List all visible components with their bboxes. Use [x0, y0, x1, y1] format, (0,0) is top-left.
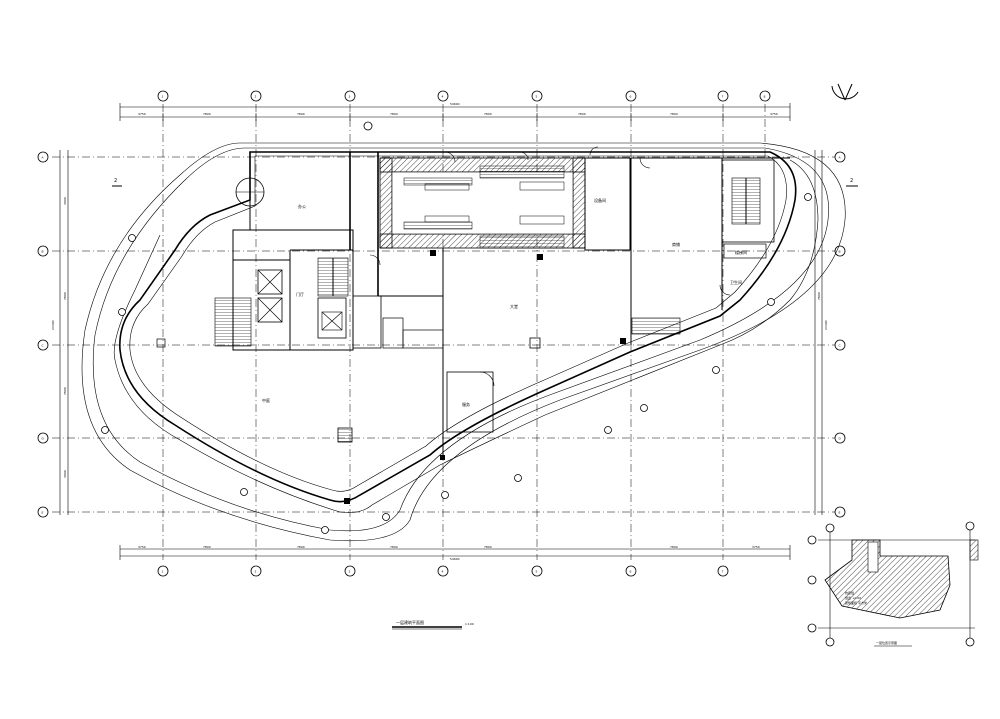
- room-label-hall: 大堂: [510, 303, 518, 309]
- key-plan-note: 缝宽 +0.00: [845, 595, 861, 600]
- grid-label: D: [42, 437, 45, 441]
- dim-top-seg: 7800: [670, 112, 678, 116]
- grid-label: C: [839, 344, 841, 348]
- dim-bottom-total: 54600: [450, 557, 460, 561]
- dim-top-seg: 3750: [770, 112, 778, 116]
- dim-top-seg: 3750: [138, 112, 146, 116]
- building-outline: [81, 142, 846, 542]
- grid-label: E: [42, 511, 44, 515]
- room-label-stair: 楼梯间: [735, 249, 747, 255]
- grid-label: 2: [255, 95, 257, 99]
- grid-label: 6: [630, 570, 632, 574]
- grid-label: 7: [722, 570, 724, 574]
- grid-label: 3: [349, 570, 351, 574]
- right-rooms: 商铺 设备间 楼梯间 卫生间: [584, 157, 790, 345]
- room-label-lobby: 门厅: [296, 291, 304, 297]
- room-label-toilet: 卫生间: [730, 279, 742, 285]
- drawing-title: 一层建筑平面图: [396, 619, 424, 625]
- office-top-left: 办公 门厅: [235, 152, 379, 297]
- dim-right-seg: 7800: [817, 292, 821, 300]
- grid-label: 8: [764, 95, 766, 99]
- grid-label: B: [839, 250, 841, 254]
- grid-bubbles-bottom: 1 2 3 4 5 6 7: [157, 565, 729, 577]
- annotation-circles: [101, 121, 812, 534]
- grid-bubbles-top: 1 2 3 4 5 6 7 8: [157, 90, 771, 102]
- dim-bottom-seg: 7800: [670, 545, 678, 549]
- grid-label: B: [42, 250, 44, 254]
- grid-label: 2: [255, 570, 257, 574]
- grid-label: E: [839, 511, 841, 515]
- dim-left-seg: 7800: [63, 292, 67, 300]
- atrium-hatch-frame: [379, 157, 586, 249]
- dim-top-seg: 7800: [297, 112, 305, 116]
- grid-label: D: [839, 437, 842, 441]
- dim-top-total: 54600: [450, 102, 460, 106]
- dim-bottom-seg: 7800: [390, 545, 398, 549]
- dim-top-seg: 7800: [203, 112, 211, 116]
- drawing-title-block: 一层建筑平面图 1:100: [392, 619, 474, 630]
- room-label-service: 服务: [462, 401, 470, 407]
- grid-label: 4: [442, 95, 444, 99]
- grid-label: 6: [630, 95, 632, 99]
- dim-bottom-seg: 7800: [297, 545, 305, 549]
- grid-label: 1: [162, 570, 164, 574]
- room-label-office: 办公: [298, 203, 306, 209]
- north-arrow-icon: [831, 83, 859, 101]
- dim-bottom-seg: 7800: [484, 545, 492, 549]
- key-plan-note: 建筑面积 平方米: [845, 600, 867, 605]
- column-markers: [156, 250, 626, 504]
- side-dimensions: 23400 3900 7800 7800 3900 23400 7800: [51, 150, 828, 515]
- grid-label: 3: [349, 95, 351, 99]
- grid-label: 1: [162, 95, 164, 99]
- door-swings: [369, 146, 731, 296]
- dim-left-total: 23400: [51, 320, 55, 330]
- grid-label: 7: [722, 95, 724, 99]
- key-plan-note: 抗震缝: [845, 590, 854, 595]
- grid-bubbles-left: A B C D E: [37, 151, 49, 518]
- section-mark-right: 2: [850, 178, 853, 184]
- dim-top-seg: 7800: [484, 112, 492, 116]
- grid-bubbles-right: A B C D E: [834, 151, 846, 518]
- dim-left-seg: 7800: [63, 387, 67, 395]
- grid-label: A: [42, 156, 45, 160]
- room-label-equipment: 设备间: [594, 197, 606, 203]
- grid-label: A: [839, 156, 842, 160]
- bottom-dimensions: 54600 3750 7800 7800 7800 7800 7800 3750: [119, 545, 791, 561]
- dim-right-total: 23400: [824, 320, 828, 330]
- room-label-atrium: 中庭: [262, 397, 270, 403]
- key-plan-title: 一层位置示意图: [876, 640, 897, 645]
- section-mark-left: 2: [114, 178, 117, 184]
- top-dimensions: 54600 3750 7800 7800 7800 7800 7800 7800…: [119, 102, 791, 121]
- dim-bottom-seg: 3750: [752, 545, 760, 549]
- key-plan: 抗震缝 缝宽 +0.00 建筑面积 平方米 一层位置示意图: [807, 521, 979, 647]
- drawing-scale: 1:100: [465, 622, 474, 626]
- dim-left-seg: 3900: [63, 197, 67, 205]
- dim-top-seg: 7800: [578, 112, 586, 116]
- grid-label: 5: [536, 570, 538, 574]
- dim-top-seg: 7800: [390, 112, 398, 116]
- dim-bottom-seg: 7800: [203, 545, 211, 549]
- room-label-shop: 商铺: [672, 241, 680, 247]
- core-left: [214, 229, 444, 351]
- grid-label: C: [42, 344, 44, 348]
- dim-left-seg: 3900: [63, 470, 67, 478]
- grid-label: 5: [536, 95, 538, 99]
- central-hall: 大堂 中庭 服务: [262, 248, 541, 455]
- dim-bottom-seg: 3750: [138, 545, 146, 549]
- section-marks: 2 2: [112, 178, 858, 187]
- grid-label: 4: [442, 570, 444, 574]
